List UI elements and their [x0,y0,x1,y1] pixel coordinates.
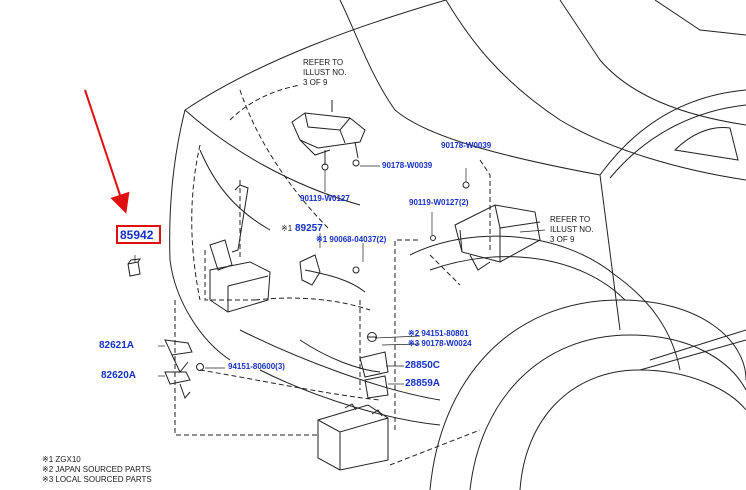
part-90178-w0024-link[interactable]: ※3 90178-W0024 [408,339,472,348]
part-89257-link[interactable]: 89257 [295,223,323,234]
pointer-arrow [84,89,130,214]
part-94151-80600-link[interactable]: 94151-80600(3) [228,362,285,371]
part-82621a-link[interactable]: 82621A [99,340,135,351]
refer-note-right: REFER TO ILLUST NO. 3 OF 9 [550,215,593,245]
part-94151-80801-link[interactable]: ※2 94151-80801 [408,329,469,338]
refer-upper-line2: ILLUST NO. [303,68,347,77]
refer-right-line1: REFER TO [550,215,591,224]
refer-right-line2: ILLUST NO. [550,225,594,234]
refer-upper-line3: 3 OF 9 [303,78,328,87]
part-90119-w0127-upper-link[interactable]: 90119-W0127 [300,194,350,203]
refer-note-upper: REFER TO ILLUST NO. 3 OF 9 [303,58,346,88]
footnotes: ※1 ZGX10 ※2 JAPAN SOURCED PARTS ※3 LOCAL… [42,455,152,485]
part-90178-w0039-left-link[interactable]: 90178-W0039 [382,161,433,170]
footnote-3: ※3 LOCAL SOURCED PARTS [42,475,152,484]
part-28859a-link[interactable]: 28859A [405,378,441,389]
part-89257-mark: ※1 [281,224,293,233]
part-90119-w0127-right-link[interactable]: 90119-W0127(2) [409,198,469,207]
highlight-box [116,225,161,244]
refer-right-line3: 3 OF 9 [550,235,575,244]
footnote-1: ※1 ZGX10 [42,455,81,464]
part-85942-link[interactable]: 85942 [120,228,154,242]
refer-upper-line1: REFER TO [303,58,344,67]
part-90068-04037-link[interactable]: ※1 90068-04037(2) [316,235,387,244]
footnote-2: ※2 JAPAN SOURCED PARTS [42,465,151,474]
part-90178-w0039-right-link[interactable]: 90178-W0039 [441,141,492,150]
part-82620a-link[interactable]: 82620A [101,370,137,381]
part-28850c-link[interactable]: 28850C [405,360,441,371]
